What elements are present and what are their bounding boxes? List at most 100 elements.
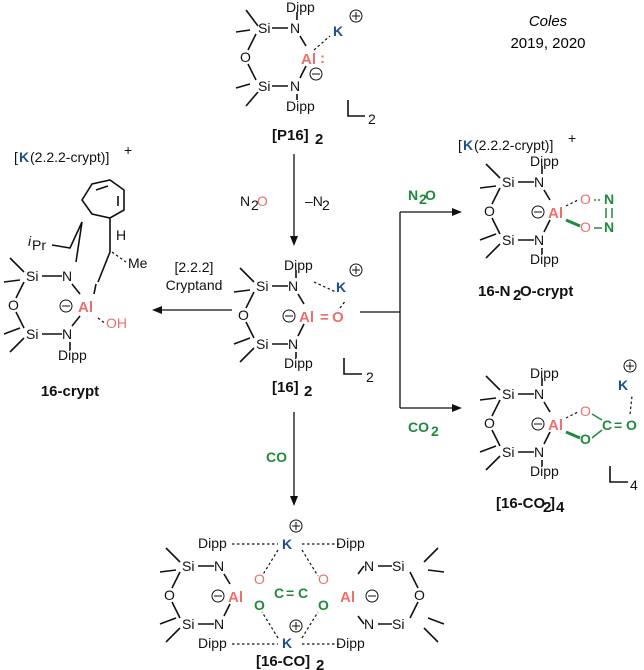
cation-k: K xyxy=(463,137,473,153)
reagent-o: O xyxy=(257,193,268,209)
svg-text:i: i xyxy=(28,233,32,249)
svg-text:4: 4 xyxy=(630,477,638,493)
aryl-n-bond xyxy=(75,221,83,263)
ipr-bond xyxy=(51,221,83,249)
svg-text:[: [ xyxy=(14,149,18,165)
plus-charge-icon xyxy=(626,362,634,370)
atom-al: Al xyxy=(78,299,93,316)
methyl-bond xyxy=(479,445,497,453)
arrowhead xyxy=(452,208,462,216)
atom-h: H xyxy=(116,227,126,243)
reagent-n2o: N 2 O –N 2 xyxy=(240,193,330,213)
svg-text:Al: Al xyxy=(340,589,355,606)
svg-text:[: [ xyxy=(458,137,462,153)
methyl-bond xyxy=(245,9,259,27)
methyl-bond xyxy=(245,91,259,107)
svg-text:C: C xyxy=(602,417,612,433)
atom-k: K xyxy=(618,377,628,393)
svg-text:(2.2.2-crypt)]: (2.2.2-crypt)] xyxy=(474,137,553,153)
bracket-sub: 2 xyxy=(368,111,376,127)
svg-text:+: + xyxy=(568,130,576,146)
year-label: 2019, 2020 xyxy=(510,35,585,52)
svg-text:O-crypt: O-crypt xyxy=(520,283,573,300)
al-o-wedge xyxy=(565,218,581,228)
atom-si: Si xyxy=(256,278,268,294)
minus-charge-icon xyxy=(531,417,545,431)
svg-text:2: 2 xyxy=(513,287,521,304)
svg-text:N: N xyxy=(534,174,544,190)
label-16-crypt: 16-crypt xyxy=(41,383,99,400)
bracket-sub: 2 xyxy=(366,369,374,385)
methyl-bond xyxy=(479,397,497,401)
atom-si: Si xyxy=(26,268,38,284)
svg-text:Si: Si xyxy=(502,444,514,460)
compound-16-crypt: [ K (2.2.2-crypt)] + i Pr H Me Si N O Si… xyxy=(3,142,148,400)
atom-si: Si xyxy=(258,20,270,36)
label-16-sub: 2 xyxy=(304,383,312,400)
svg-text:N: N xyxy=(214,558,224,574)
compound-16-co: Si N O Si N Al Dipp Dipp K K O O C = C O… xyxy=(159,519,445,670)
methyl-bond xyxy=(485,455,501,471)
svg-text:[16-CO]: [16-CO] xyxy=(256,653,310,670)
svg-text:Si: Si xyxy=(502,386,514,402)
atom-al: Al xyxy=(299,309,314,326)
methyl-bond xyxy=(239,347,255,363)
minus-charge-icon xyxy=(59,299,73,313)
dipp-label: Dipp xyxy=(58,347,87,363)
svg-text:O: O xyxy=(484,203,495,219)
plus-charge-icon xyxy=(289,519,303,533)
methyl-bond xyxy=(233,337,251,345)
arrowhead xyxy=(290,496,298,506)
bracket xyxy=(347,100,365,117)
k-contacts xyxy=(232,543,340,645)
atom-n: N xyxy=(290,78,300,94)
label-16: [16] xyxy=(272,379,299,396)
svg-text:=: = xyxy=(286,585,294,601)
svg-text:4: 4 xyxy=(556,499,565,516)
dipp-label: Dipp xyxy=(286,98,315,114)
svg-text:O: O xyxy=(425,187,436,203)
atom-o: O xyxy=(332,309,344,326)
svg-text:]: ] xyxy=(550,495,555,512)
svg-text:O: O xyxy=(580,403,591,419)
al-o-double-bond: = xyxy=(320,309,329,326)
bracket xyxy=(609,466,628,483)
atom-o: O xyxy=(238,307,249,323)
atom-n: N xyxy=(288,336,298,352)
reagent-cryptand-2: Cryptand xyxy=(166,277,223,293)
branch-lines xyxy=(360,211,454,409)
svg-text:N: N xyxy=(604,191,614,207)
svg-text:[16-CO: [16-CO xyxy=(496,495,546,512)
stereo-bond xyxy=(111,251,127,263)
atom-o: O xyxy=(240,49,251,65)
svg-text:2: 2 xyxy=(543,499,551,516)
methyl-bond xyxy=(9,337,25,353)
atom-si: Si xyxy=(26,326,38,342)
svg-text:2: 2 xyxy=(431,423,439,439)
svg-text:Dipp: Dipp xyxy=(530,365,559,381)
svg-text:O: O xyxy=(318,597,329,613)
author-label: Coles xyxy=(529,13,568,30)
svg-text:Dipp: Dipp xyxy=(530,251,559,267)
atom-k: K xyxy=(336,279,346,295)
atom-oh: OH xyxy=(106,315,127,331)
svg-text:Dipp: Dipp xyxy=(336,635,365,651)
atom-n: N xyxy=(290,20,300,36)
al-lone-pair: : xyxy=(320,50,325,67)
ring-bonds xyxy=(491,393,551,453)
methyl-bond xyxy=(235,83,251,89)
dipp-label: Dipp xyxy=(284,355,313,371)
svg-text:N: N xyxy=(534,444,544,460)
svg-text:N: N xyxy=(604,219,614,235)
reagent-n2o-green: N 2 O xyxy=(408,187,436,207)
svg-text:2: 2 xyxy=(251,197,259,213)
svg-text:C: C xyxy=(274,585,284,601)
ipr-label: Pr xyxy=(32,237,46,253)
svg-text:O: O xyxy=(626,417,637,433)
svg-text:N: N xyxy=(364,616,374,632)
al-o-bond xyxy=(565,199,579,207)
svg-text:Si: Si xyxy=(392,558,404,574)
svg-text:N: N xyxy=(214,616,224,632)
ring-bonds xyxy=(247,27,307,87)
methyl-bond xyxy=(485,243,501,259)
